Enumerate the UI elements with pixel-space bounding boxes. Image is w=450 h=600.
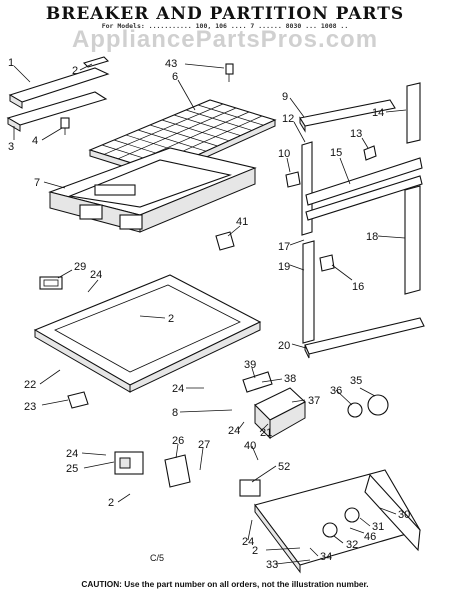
callout-label: 6	[172, 71, 178, 83]
callout-label: 10	[278, 148, 290, 160]
callout-label: 41	[236, 216, 248, 228]
connector-part-52	[239, 479, 261, 497]
callout-label: 1	[8, 57, 14, 69]
callout-labels: 1 2 3 4 43 6 7 41 9 12 14 13 10 15 17 18…	[8, 57, 410, 571]
clip-part-13	[363, 145, 377, 161]
leader-lines	[13, 63, 407, 565]
callout-label: 19	[278, 261, 290, 273]
callout-label: 35	[350, 375, 362, 387]
screw-part-43	[225, 63, 234, 82]
callout-label: 46	[364, 531, 376, 543]
callout-label: 2	[252, 545, 258, 557]
switch-part-25	[114, 451, 144, 475]
callout-label: 34	[320, 551, 332, 563]
callout-label: 21	[260, 427, 272, 439]
callout-label: 13	[350, 128, 362, 140]
clip-part-16	[319, 254, 335, 272]
callout-label: 26	[172, 435, 184, 447]
diagram-code: C/5	[150, 553, 165, 563]
strip-part-12	[301, 141, 313, 236]
strip-part-19	[302, 240, 315, 344]
callout-label: 20	[278, 340, 290, 352]
callout-label: 18	[366, 231, 378, 243]
callout-label: 8	[172, 407, 178, 419]
callout-label: 43	[165, 58, 177, 70]
bar-part-20	[304, 317, 425, 359]
breaker-strip-part-1	[6, 56, 110, 132]
housing-part-37	[254, 387, 306, 440]
page-title: BREAKER AND PARTITION PARTS	[45, 4, 405, 24]
bracket-part-39	[242, 371, 273, 393]
callout-label: 24	[66, 448, 78, 460]
callout-label: 2	[168, 313, 174, 325]
callout-label: 37	[308, 395, 320, 407]
callout-label: 24	[90, 269, 102, 281]
callout-label: 17	[278, 241, 290, 253]
callout-label: 29	[74, 261, 86, 273]
callout-label: 12	[282, 113, 294, 125]
model-list: For Models: ........... 100, 106 .... 7 …	[101, 22, 349, 30]
knob-part-31	[344, 507, 360, 523]
watermark: AppliancePartsPros.com	[71, 26, 379, 53]
callout-label: 24	[242, 536, 254, 548]
callout-label: 38	[284, 373, 296, 385]
callout-label: 39	[244, 359, 256, 371]
switch-part-26	[164, 454, 191, 488]
callout-label: 30	[398, 509, 410, 521]
callout-label: 32	[346, 539, 358, 551]
callout-label: 9	[282, 91, 288, 103]
callout-label: 36	[330, 385, 342, 397]
callout-label: 4	[32, 135, 38, 147]
control-panel-part-30	[254, 469, 421, 574]
callout-label: 27	[198, 439, 210, 451]
caution-note: CAUTION: Use the part number on all orde…	[81, 579, 369, 589]
gasket-part-29	[39, 276, 63, 290]
clip-part-10	[285, 171, 301, 188]
callout-label: 7	[34, 177, 40, 189]
breaker-bar-part-9	[299, 99, 396, 133]
callout-label: 24	[228, 425, 240, 437]
strip-part-15	[305, 157, 423, 221]
callout-label: 31	[372, 521, 384, 533]
clip-part-23	[67, 391, 89, 409]
knob-part-32	[322, 522, 338, 538]
pan-part-22	[33, 274, 262, 393]
callout-label: 3	[8, 141, 14, 153]
bracket-part-41	[215, 231, 235, 251]
callout-label: 22	[24, 379, 36, 391]
clip-part-4	[60, 117, 70, 135]
callout-label: 25	[66, 463, 78, 475]
knob-part-35	[367, 394, 389, 416]
callout-label: 2	[72, 65, 78, 77]
callout-label: 24	[172, 383, 184, 395]
callout-label: 40	[244, 440, 256, 452]
callout-label: 16	[352, 281, 364, 293]
callout-label: 15	[330, 147, 342, 159]
strip-part-14	[406, 82, 421, 144]
housing-part-7	[48, 147, 257, 233]
callout-label: 52	[278, 461, 290, 473]
frame-part-18	[404, 185, 421, 295]
dial-part-36	[347, 402, 363, 418]
callout-label: 33	[266, 559, 278, 571]
callout-label: 23	[24, 401, 36, 413]
callout-label: 2	[108, 497, 114, 509]
callout-label: 14	[372, 107, 384, 119]
